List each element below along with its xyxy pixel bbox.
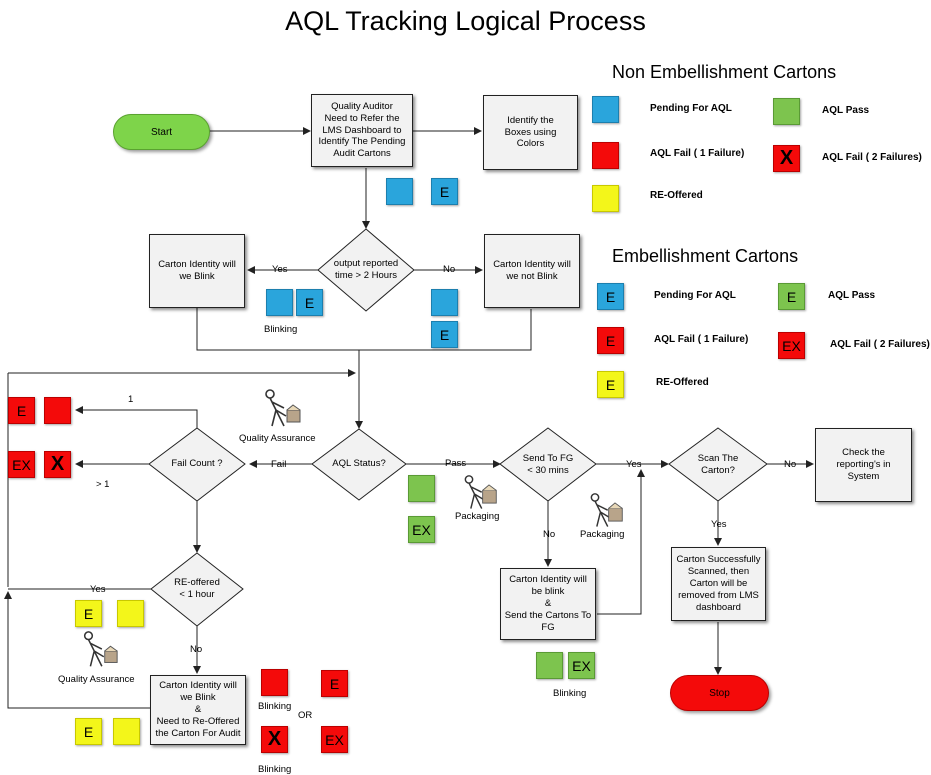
packaging-label-1: Packaging — [455, 511, 500, 522]
fail-count-decision: Fail Count ? — [171, 457, 223, 469]
edge-label-yes-fg: Yes — [626, 459, 642, 470]
legend-emb-fail1-label: AQL Fail ( 1 Failure) — [654, 334, 749, 345]
legend-embellishment-heading: Embellishment Cartons — [612, 246, 799, 266]
edge-label-yes-blink: Yes — [272, 264, 288, 275]
decision-fail-count-shape — [148, 427, 246, 502]
worker-icon-qa-top — [265, 389, 301, 427]
decision-re-offered-shape — [150, 552, 244, 627]
carton-not-blink-box: Carton Identity will we not Blink — [484, 234, 580, 308]
legend-non-fail2-label: AQL Fail ( 2 Failures) — [822, 152, 922, 163]
blink-send-fg-box: Carton Identity will be blink & Send the… — [500, 568, 596, 640]
fail2-ex-square: EX — [8, 451, 35, 478]
legend-non-pending-label: Pending For AQL — [650, 103, 732, 114]
reoffer-blink-red-square — [261, 669, 288, 696]
not-blink-blue-e-square: E — [431, 321, 458, 348]
bottom-yellow-e-square: E — [75, 718, 102, 745]
quality-assurance-label-top: Quality Assurance — [239, 433, 316, 444]
blink-blue-square — [266, 289, 293, 316]
legend-emb-fail2-swatch: EX — [778, 332, 805, 359]
blink-blue-e-square: E — [296, 289, 323, 316]
x-mark-icon: X — [50, 453, 65, 475]
status-blue-e-square: E — [431, 178, 458, 205]
quality-assurance-label-bottom: Quality Assurance — [58, 674, 135, 685]
edge-label-one: 1 — [128, 394, 134, 405]
aql-status-decision: AQL Status? — [332, 457, 386, 469]
edge-label-pass: Pass — [445, 458, 467, 469]
blinking-label-reoffer-2: Blinking — [258, 764, 292, 775]
output-reported-decision: output reported time > 2 Hours — [333, 257, 399, 281]
decision-aql-status-shape — [311, 428, 407, 501]
reoffered-yellow-square — [117, 600, 144, 627]
worker-icon-packaging-2 — [590, 493, 623, 527]
x-mark-icon: X — [267, 728, 282, 750]
packaging-label-2: Packaging — [580, 529, 625, 540]
edge-label-no-scan: No — [784, 459, 797, 470]
blinking-label-top: Blinking — [264, 324, 298, 335]
carton-blink-box: Carton Identity will we Blink — [149, 234, 245, 308]
scan-carton-decision: Scan The Carton? — [697, 452, 739, 476]
legend-non-reoffered-label: RE-Offered — [650, 190, 703, 201]
start-terminal: Start — [113, 114, 210, 150]
decision-scan-shape — [668, 427, 768, 502]
edge-label-gt1: > 1 — [96, 479, 110, 490]
legend-emb-pass-label: AQL Pass — [828, 290, 876, 301]
pass-green-square — [408, 475, 435, 502]
send-to-fg-decision: Send To FG < 30 mins — [522, 452, 574, 476]
quality-auditor-box: Quality Auditor Need to Refer the LMS Da… — [311, 94, 413, 167]
worker-icon-qa-bottom — [83, 631, 118, 667]
edge-label-yes-reoffered: Yes — [90, 584, 106, 595]
decision-output-reported-shape — [317, 228, 415, 312]
legend-non-fail1-label: AQL Fail ( 1 Failure) — [650, 148, 745, 159]
legend-non-pending-swatch — [592, 96, 619, 123]
edge-label-no-fg: No — [543, 529, 556, 540]
legend-non-pass-swatch — [773, 98, 800, 125]
blinking-label-send: Blinking — [553, 688, 587, 699]
legend-emb-pass-swatch: E — [778, 283, 805, 310]
reoffer-red-e-square: E — [321, 670, 348, 697]
blinking-label-reoffer-1: Blinking — [258, 701, 292, 712]
legend-non-reoffered-swatch — [592, 185, 619, 212]
fail1-e-square: E — [8, 397, 35, 424]
send-blink-green-square — [536, 652, 563, 679]
legend-emb-reoffered-label: RE-Offered — [656, 377, 709, 388]
legend-emb-fail1-swatch: E — [597, 327, 624, 354]
status-blue-square — [386, 178, 413, 205]
reoffer-red-ex-square: EX — [321, 726, 348, 753]
identify-boxes-box: Identify the Boxes using Colors — [483, 95, 578, 170]
worker-icon-packaging-1 — [464, 475, 497, 509]
legend-emb-fail2-label: AQL Fail ( 2 Failures) — [830, 339, 930, 350]
page-title: AQL Tracking Logical Process — [285, 6, 646, 36]
legend-non-fail2-swatch: X — [773, 145, 800, 172]
not-blink-blue-square — [431, 289, 458, 316]
edge-label-no-not-blink: No — [443, 264, 456, 275]
decision-send-fg-shape — [499, 427, 597, 502]
fail1-square — [44, 397, 71, 424]
legend-non-pass-label: AQL Pass — [822, 105, 870, 116]
legend-non-fail1-swatch — [592, 142, 619, 169]
send-blink-green-ex-square: EX — [568, 652, 595, 679]
bottom-yellow-square — [113, 718, 140, 745]
blink-reoffer-box: Carton Identity will we Blink & Need to … — [150, 675, 246, 745]
pass-green-ex-square: EX — [408, 516, 435, 543]
scanned-box: Carton Successfully Scanned, then Carton… — [671, 547, 766, 621]
reoffer-red-x-square: X — [261, 726, 288, 753]
legend-emb-pending-swatch: E — [597, 283, 624, 310]
or-label: OR — [298, 710, 313, 721]
reoffered-yellow-e-square: E — [75, 600, 102, 627]
legend-emb-reoffered-swatch: E — [597, 371, 624, 398]
x-mark-icon: X — [779, 147, 794, 169]
re-offered-decision: RE-offered < 1 hour — [174, 576, 220, 600]
edge-label-yes-scan: Yes — [711, 519, 727, 530]
edge-label-fail: Fail — [271, 459, 287, 470]
stop-terminal: Stop — [670, 675, 769, 711]
legend-non-embellishment-heading: Non Embellishment Cartons — [612, 62, 837, 82]
fail2-x-square: X — [44, 451, 71, 478]
edge-label-no-reoffered: No — [190, 644, 203, 655]
check-reporting-box: Check the reporting's in System — [815, 428, 912, 502]
legend-emb-pending-label: Pending For AQL — [654, 290, 736, 301]
